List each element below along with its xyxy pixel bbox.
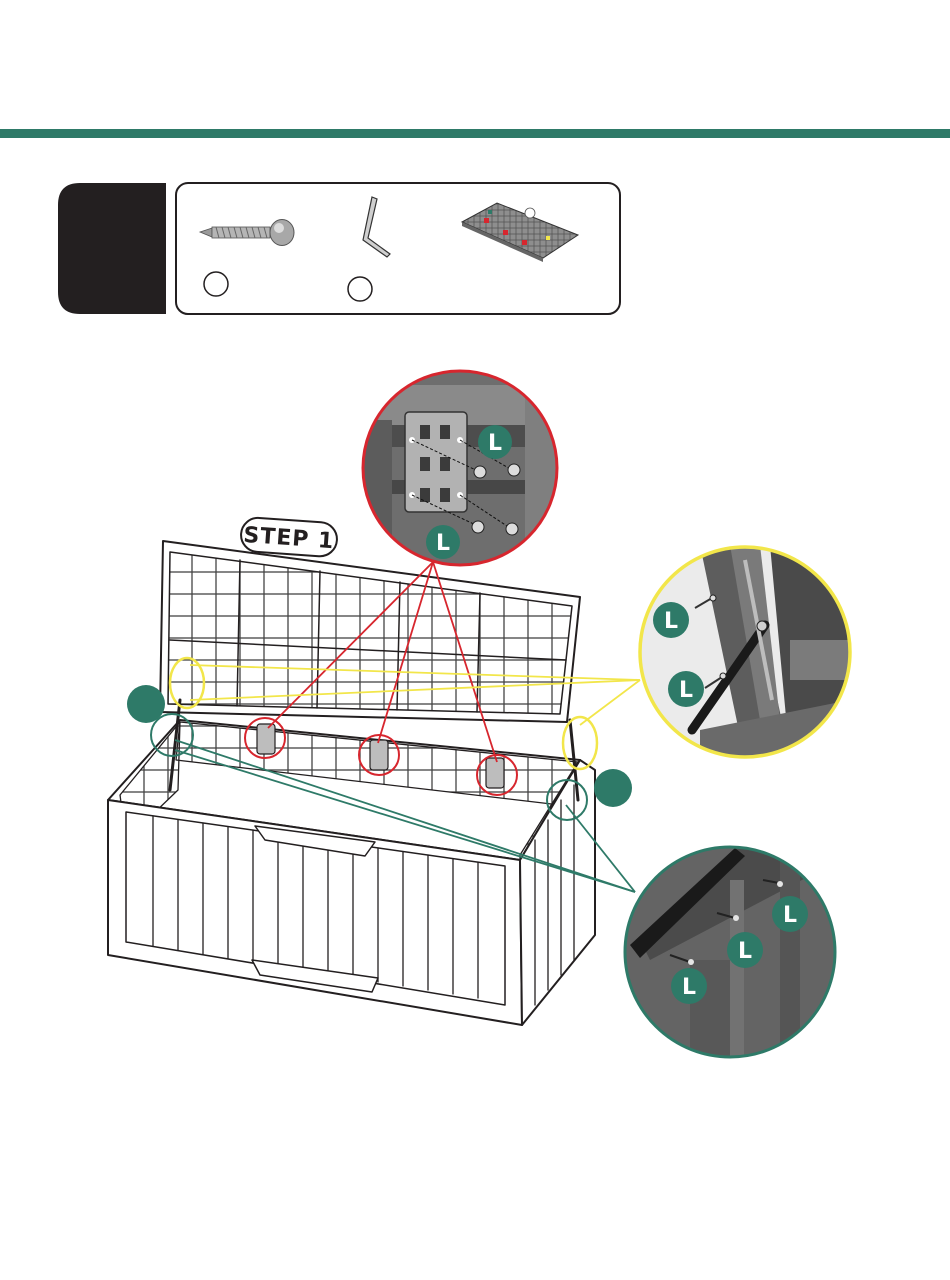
svg-text:L: L [679, 678, 693, 703]
part-badge: L [478, 425, 512, 459]
part-badge: L [727, 932, 763, 968]
side-indicator-right [594, 769, 632, 807]
part-badge: L [426, 525, 460, 559]
part-badge: L [668, 671, 704, 707]
part-badge: L [671, 968, 707, 1004]
part-badge: L [653, 602, 689, 638]
svg-text:L: L [436, 531, 450, 556]
header-band [0, 129, 950, 138]
part-badge: L [772, 896, 808, 932]
storage-box-drawing [108, 541, 595, 1025]
step-number-tab [58, 183, 166, 314]
svg-text:L: L [488, 431, 502, 456]
parts-panel [58, 183, 620, 314]
svg-text:L: L [682, 975, 696, 1000]
svg-text:L: L [783, 903, 797, 928]
step-label: STEP 1 [240, 517, 338, 558]
strut-detail-callout [640, 545, 850, 760]
svg-text:L: L [738, 939, 752, 964]
hinge-detail-callout [360, 370, 565, 570]
side-indicator-left [127, 685, 165, 723]
svg-text:L: L [664, 609, 678, 634]
